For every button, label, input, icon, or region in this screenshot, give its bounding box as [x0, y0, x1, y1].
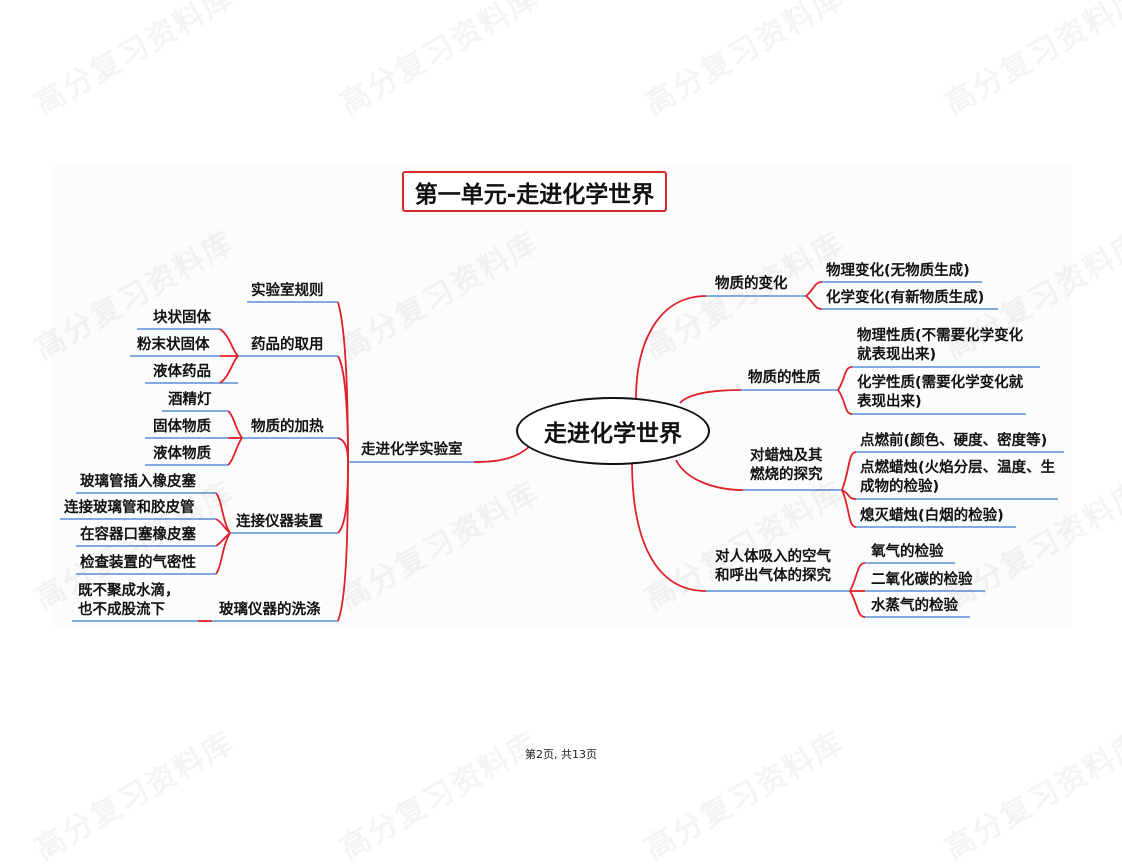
topic-breath: 对人体吸入的空气和呼出气体的探究 — [715, 549, 831, 584]
leaf-connect-tube-hose: 连接玻璃管和胶皮管 — [64, 500, 195, 516]
leaf-solid-substance: 固体物质 — [153, 419, 211, 435]
leaf-physical-property: 物理性质(不需要化学变化就表现出来) — [857, 328, 1024, 363]
mindmap-title: 第一单元-走进化学世界 — [402, 171, 667, 212]
leaf-clean-criterion: 既不聚成水滴， 也不成股流下 — [78, 583, 180, 618]
topic-candle: 对蜡烛及其燃烧的探究 — [750, 448, 823, 483]
leaf-physical-change: 物理变化(无物质生成) — [826, 263, 970, 279]
mindmap-image-area — [52, 165, 1071, 627]
leaf-block-solid: 块状固体 — [153, 310, 211, 326]
topic-property: 物质的性质 — [748, 370, 821, 386]
leaf-airtightness: 检查装置的气密性 — [80, 555, 196, 571]
leaf-burning-candle: 点燃蜡烛(火焰分层、温度、生成物的检验) — [860, 460, 1056, 495]
topic-wash-glassware: 玻璃仪器的洗涤 — [219, 602, 321, 618]
page-footer: 第2页, 共13页 — [525, 748, 597, 761]
topic-lab-rules: 实验室规则 — [251, 283, 324, 299]
leaf-alcohol-lamp: 酒精灯 — [168, 392, 212, 408]
leaf-insert-tube: 玻璃管插入橡皮塞 — [80, 474, 196, 490]
leaf-water-vapor-test: 水蒸气的检验 — [871, 598, 958, 614]
topic-change: 物质的变化 — [715, 276, 788, 292]
leaf-liquid-drug: 液体药品 — [153, 364, 211, 380]
topic-connect-apparatus: 连接仪器装置 — [236, 514, 323, 530]
branch-lab: 走进化学实验室 — [361, 442, 463, 458]
topic-drug-taking: 药品的取用 — [251, 337, 324, 353]
leaf-chemical-property: 化学性质(需要化学变化就表现出来) — [857, 375, 1024, 410]
leaf-plug-stopper: 在容器口塞橡皮塞 — [80, 527, 196, 543]
leaf-before-ignition: 点燃前(颜色、硬度、密度等) — [860, 433, 1048, 449]
leaf-extinguish-candle: 熄灭蜡烛(白烟的检验) — [860, 508, 1004, 524]
topic-heating: 物质的加热 — [251, 419, 324, 435]
central-topic: 走进化学世界 — [516, 397, 710, 465]
leaf-co2-test: 二氧化碳的检验 — [871, 572, 973, 588]
mindmap-connectors — [60, 281, 1064, 622]
leaf-oxygen-test: 氧气的检验 — [871, 544, 944, 560]
leaf-powder-solid: 粉末状固体 — [137, 337, 210, 353]
leaf-chemical-change: 化学变化(有新物质生成) — [826, 290, 985, 306]
leaf-liquid-substance: 液体物质 — [153, 446, 211, 462]
